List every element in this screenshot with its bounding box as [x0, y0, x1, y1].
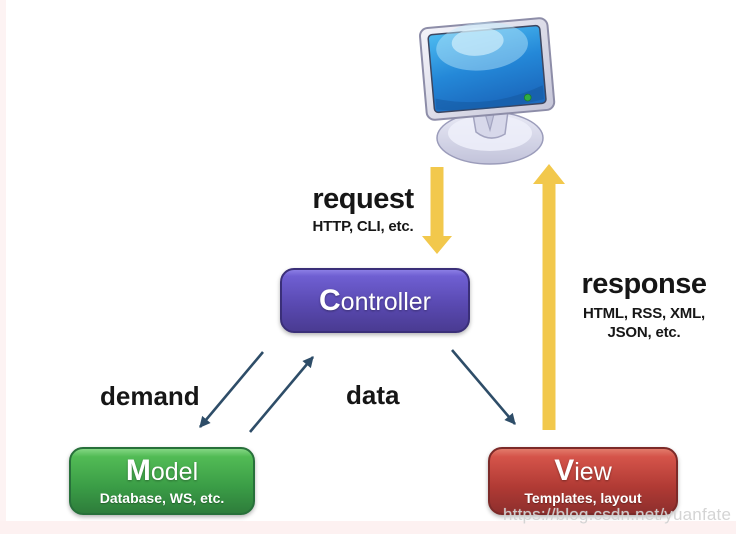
view-node: View Templates, layout — [488, 447, 678, 515]
request-sublabel: HTTP, CLI, etc. — [312, 218, 414, 235]
request-label: request — [312, 183, 414, 215]
view-rest: iew — [574, 458, 612, 486]
page-edge-left — [0, 0, 6, 534]
view-node-label: View — [554, 456, 612, 486]
controller-to-view-arrow — [451, 349, 516, 425]
data-label: data — [346, 380, 400, 410]
controller-rest: ontroller — [340, 287, 431, 316]
view-initial: V — [554, 454, 575, 487]
demand-arrow — [199, 351, 264, 428]
response-sublabel-line1: HTML, RSS, XML, — [583, 305, 705, 322]
response-label-block: response HTML, RSS, XML, JSON, etc. — [569, 270, 719, 343]
computer-monitor-icon — [418, 17, 556, 165]
controller-node: Controller — [280, 268, 470, 333]
request-arrow — [422, 167, 452, 254]
page-edge-bottom — [0, 521, 736, 534]
response-arrow — [533, 164, 565, 430]
model-node-label: Model — [126, 456, 198, 486]
watermark: https://blog.csdn.net/yuanfate — [503, 505, 732, 524]
model-rest: odel — [150, 458, 199, 486]
model-node-subtitle: Database, WS, etc. — [99, 490, 225, 506]
controller-initial: C — [319, 283, 341, 317]
view-node-subtitle: Templates, layout — [524, 490, 642, 506]
demand-label: demand — [100, 381, 200, 411]
controller-node-label: Controller — [319, 283, 431, 317]
response-label: response — [581, 268, 707, 300]
model-initial: M — [125, 454, 151, 487]
request-label-block: request HTTP, CLI, etc. — [288, 185, 438, 237]
data-arrow — [249, 356, 314, 433]
response-sublabel-line2: JSON, etc. — [607, 323, 681, 341]
model-node: Model Database, WS, etc. — [69, 447, 255, 515]
